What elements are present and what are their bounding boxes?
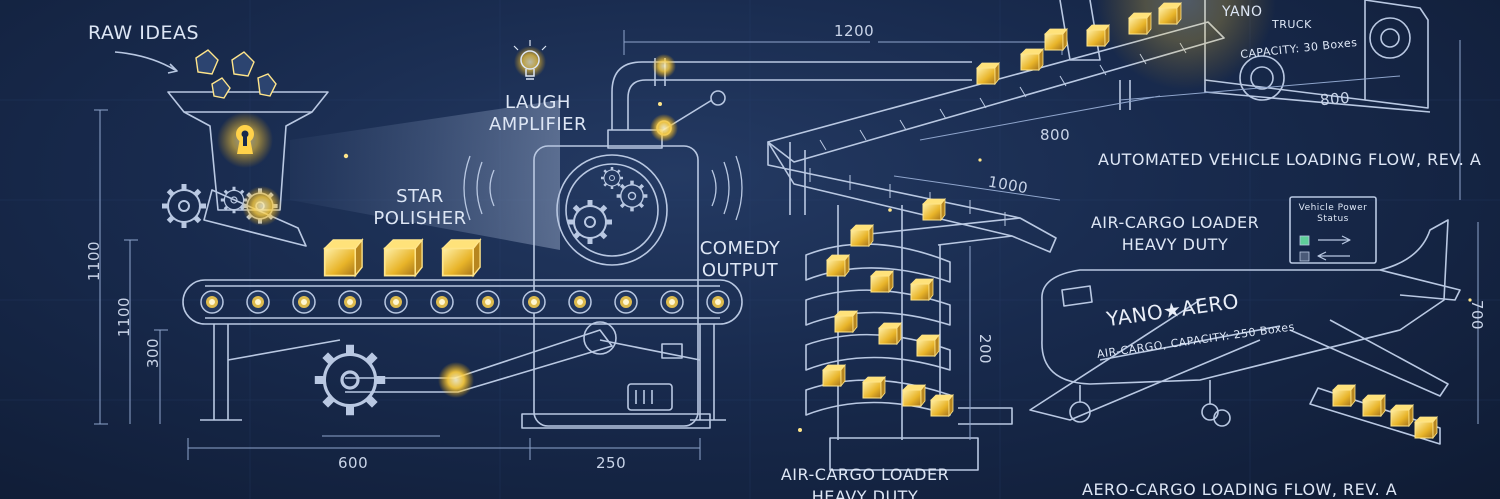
dim-line-1200 (623, 30, 1062, 55)
dim-250: 250 (596, 454, 627, 472)
dim-300: 300 (144, 337, 163, 369)
power-status-label: Vehicle Power Status (1298, 203, 1368, 224)
dim-1100-a: 1100 (85, 240, 104, 282)
gear-icon (162, 184, 206, 228)
airplane (1041, 219, 1449, 385)
air-cargo-loader-label-right: AIR-CARGO LOADER HEAVY DUTY (1090, 213, 1260, 254)
keyhole-icon (236, 125, 254, 154)
dim-line-600 (187, 438, 531, 460)
raw-ideas-label: RAW IDEAS (88, 22, 200, 44)
dim-line-800-belt (919, 95, 1161, 141)
laugh-amplifier-label: LAUGH AMPLIFIER (488, 92, 588, 135)
dim-800-truck: 800 (1319, 88, 1351, 110)
comedy-machine (533, 145, 699, 427)
gear-icon (315, 345, 385, 415)
dim-1200: 1200 (834, 22, 875, 40)
dim-line-1100 (94, 109, 108, 425)
main-conveyor (182, 279, 743, 325)
lightbulb-icon (513, 40, 547, 80)
dim-line-250 (530, 438, 701, 460)
truck-type: TRUCK (1272, 18, 1312, 31)
aero-flow-title: AERO-CARGO LOADING FLOW, REV. A (1082, 480, 1398, 499)
dim-1100-b: 1100 (115, 296, 134, 338)
dim-800-belt: 800 (1040, 126, 1071, 144)
dim-700: 700 (1468, 299, 1487, 331)
truck-brand: YANO (1222, 4, 1263, 20)
gear-icon (614, 178, 650, 214)
vehicle-flow-title: AUTOMATED VEHICLE LOADING FLOW, REV. A (1098, 150, 1482, 169)
air-cargo-loader-label-bottom: AIR-CARGO LOADER HEAVY DUTY (780, 465, 950, 499)
conveyor-rollers (200, 290, 730, 314)
star-polisher-label: STAR POLISHER (373, 186, 467, 229)
raw-idea-gems (195, 49, 277, 99)
dim-200: 200 (976, 333, 995, 365)
gear-icon (568, 200, 612, 244)
comedy-output-label: COMEDY OUTPUT (699, 238, 781, 281)
gear-icon (599, 165, 625, 191)
dim-600: 600 (338, 454, 369, 472)
